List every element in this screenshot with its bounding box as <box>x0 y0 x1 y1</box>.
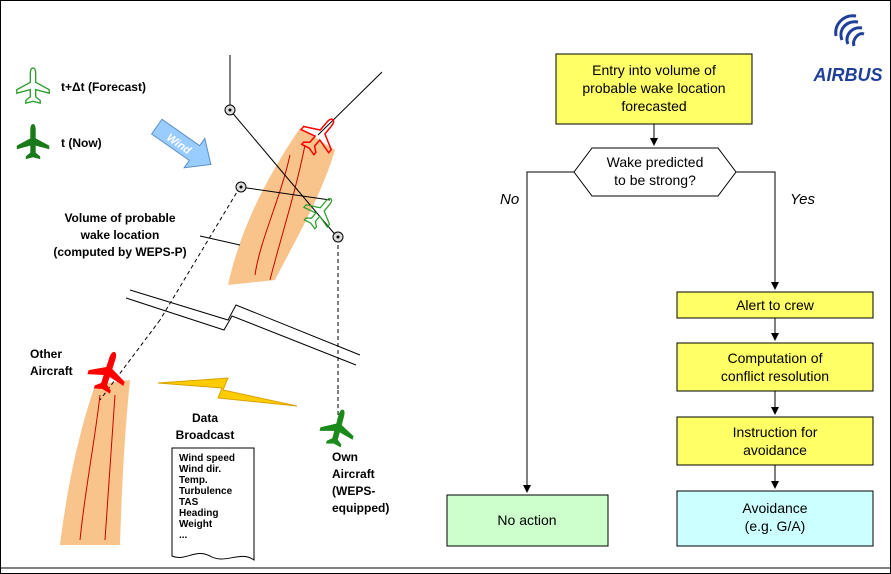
label-pointer <box>199 235 241 246</box>
flight-path-line <box>239 186 331 201</box>
broadcast-document: Wind speed Wind dir. Temp. Turbulence TA… <box>171 447 255 561</box>
flow-entry-box: Entry into volume of probable wake locat… <box>555 53 753 125</box>
flow-alert-text: Alert to crew <box>736 297 815 313</box>
broadcast-item: Heading <box>179 508 218 519</box>
airbus-swirl-icon <box>834 14 865 47</box>
volume-label-line-1: Volume of probable <box>64 211 175 225</box>
flow-instruction-box: Instruction for avoidance <box>676 416 874 466</box>
broadcast-item: Turbulence <box>179 486 233 497</box>
own-aircraft-label-line-3: (WEPS- <box>332 484 375 498</box>
legend-now-label: t (Now) <box>61 136 102 150</box>
broadcast-item: ... <box>179 530 188 541</box>
volume-label-line-3: (computed by WEPS-P) <box>53 245 186 259</box>
flow-decision-line-2: to be strong? <box>614 172 696 188</box>
flow-instruction-line-2: avoidance <box>743 442 807 458</box>
flow-entry-line-1: Entry into volume of <box>592 62 716 78</box>
broadcast-item: Wind dir. <box>179 464 221 475</box>
broadcast-item: Weight <box>179 519 213 530</box>
broadcast-item: Temp. <box>179 475 208 486</box>
flow-no-label: No <box>500 191 519 208</box>
flow-avoidance-line-1: Avoidance <box>742 500 807 516</box>
wake-volume-lower <box>60 380 130 545</box>
flow-avoidance-box: Avoidance (e.g. G/A) <box>676 490 874 547</box>
wake-trail <box>104 394 116 541</box>
now-aircraft-icon <box>16 124 50 160</box>
flow-instruction-line-1: Instruction for <box>733 424 818 440</box>
other-aircraft-label-line-1: Other <box>30 347 62 361</box>
lightning-bolt-icon <box>157 377 298 407</box>
waypoint-marker <box>224 104 236 116</box>
wake-volume-upper <box>228 128 335 285</box>
broadcast-item: TAS <box>179 497 199 508</box>
flow-entry-line-2: probable wake location <box>582 80 725 96</box>
flow-entry-line-3: forecasted <box>621 98 686 114</box>
other-aircraft-label-line-2: Aircraft <box>30 364 73 378</box>
flow-avoidance-line-2: (e.g. G/A) <box>745 518 806 534</box>
wake-trail <box>269 144 306 281</box>
own-aircraft-label-line-1: Own <box>332 450 358 464</box>
volume-label-line-2: wake location <box>80 228 160 242</box>
own-aircraft-label-line-4: equipped) <box>332 501 389 515</box>
distance-break-line <box>125 297 357 366</box>
waypoint-marker <box>235 181 247 193</box>
flow-no-action-box: No action <box>446 494 609 547</box>
airbus-logo: AIRBUS <box>812 14 883 85</box>
flow-no-action-text: No action <box>497 512 556 528</box>
flight-path-line <box>317 71 383 136</box>
legend-forecast-label: t+Δt (Forecast) <box>61 80 146 94</box>
forecast-aircraft-icon <box>16 67 50 104</box>
wake-trail <box>79 394 101 541</box>
flow-alert-box: Alert to crew <box>676 291 874 319</box>
data-broadcast-line-1: Data <box>192 411 218 425</box>
flow-arrow-no <box>523 171 574 493</box>
wind-arrow-icon: Wind <box>150 118 212 169</box>
airbus-wordmark: AIRBUS <box>812 65 882 85</box>
flow-computation-line-2: conflict resolution <box>721 368 829 384</box>
flow-yes-label: Yes <box>790 191 816 208</box>
flow-computation-line-1: Computation of <box>728 350 823 366</box>
flow-computation-box: Computation of conflict resolution <box>676 342 874 392</box>
distance-break-line <box>129 289 361 356</box>
own-aircraft-label-line-2: Aircraft <box>332 467 375 481</box>
wake-trail <box>254 154 291 276</box>
data-broadcast-line-2: Broadcast <box>176 428 235 442</box>
flow-decision: Wake predicted to be strong? <box>573 147 737 197</box>
forecast-path-line <box>99 319 161 401</box>
broadcast-item: Wind speed <box>179 453 235 464</box>
forecast-path-line <box>159 186 241 321</box>
flow-arrow-yes <box>736 171 779 290</box>
flow-decision-line-1: Wake predicted <box>607 154 704 170</box>
waypoint-marker <box>332 231 344 243</box>
